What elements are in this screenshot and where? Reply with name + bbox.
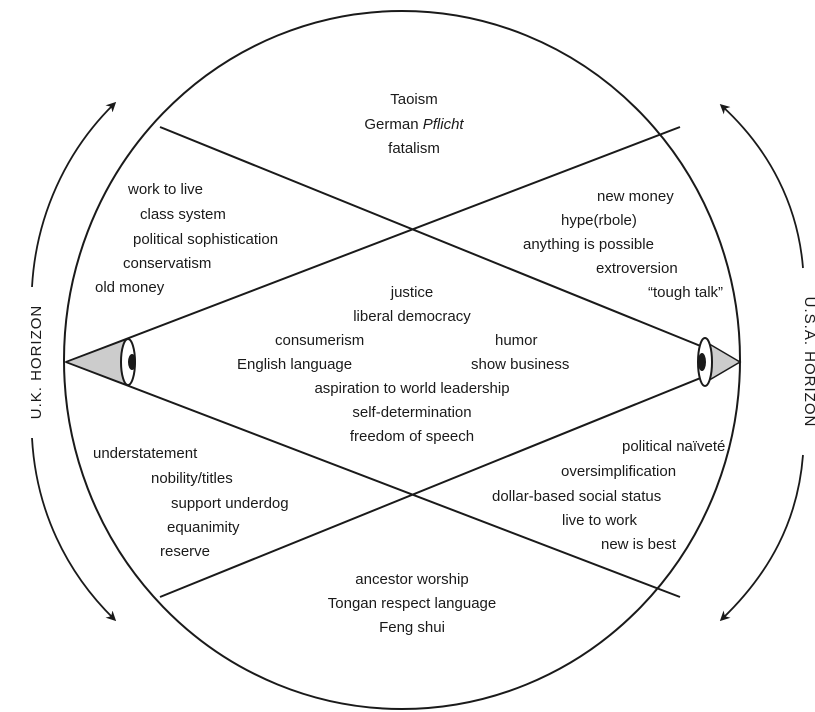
uk-upper-item: conservatism xyxy=(123,255,211,272)
usa-eye-icon xyxy=(697,337,742,387)
top-item-word: German xyxy=(364,116,418,133)
top-item: Taoism xyxy=(390,91,438,108)
usa-upper-item: new money xyxy=(597,188,674,205)
usa-sightline-lower xyxy=(159,361,741,598)
center-item: justice xyxy=(390,284,434,301)
usa-lower-item: new is best xyxy=(601,536,677,553)
center-item: freedom of speech xyxy=(350,428,474,445)
bottom-item: Tongan respect language xyxy=(328,595,496,612)
usa-upper-item: hype(rbole) xyxy=(561,212,637,229)
usa-upper-item: “tough talk” xyxy=(648,284,723,301)
uk-lower-item: support underdog xyxy=(171,495,289,512)
uk-upper-item: political sophistication xyxy=(133,231,278,248)
uk-horizon-arrow-lower xyxy=(31,437,117,622)
center-item: liberal democracy xyxy=(353,308,471,325)
top-item-italic: Pflicht xyxy=(423,116,465,133)
usa-sightline-upper xyxy=(159,126,741,363)
usa-upper-item: extroversion xyxy=(596,260,678,277)
top-item: German Pflicht xyxy=(364,116,464,133)
center-item: consumerism xyxy=(275,332,364,349)
usa-lower-item: political naïveté xyxy=(622,438,725,455)
usa-lower-region-labels: political naïveté oversimplification dol… xyxy=(492,438,725,553)
usa-lower-item: oversimplification xyxy=(561,463,676,480)
top-region-labels: Taoism German Pflicht fatalism xyxy=(364,91,464,157)
usa-horizon-arrow-upper xyxy=(719,103,804,269)
uk-upper-item: class system xyxy=(140,206,226,223)
center-item: self-determination xyxy=(352,404,471,421)
uk-eye-icon xyxy=(63,337,136,387)
uk-lower-region-labels: understatement nobility/titles support u… xyxy=(93,445,289,560)
bottom-item: ancestor worship xyxy=(355,571,468,588)
center-region-labels: justice liberal democracy consumerism En… xyxy=(237,284,569,445)
uk-sightline-lower xyxy=(65,361,681,598)
uk-lower-item: equanimity xyxy=(167,519,240,536)
uk-lower-item: nobility/titles xyxy=(151,470,233,487)
usa-horizon-arrow-lower xyxy=(719,454,804,622)
usa-upper-region-labels: new money hype(rbole) anything is possib… xyxy=(523,188,723,301)
usa-horizon-label: U.S.A. HORIZON xyxy=(801,297,815,428)
top-item: fatalism xyxy=(388,140,440,157)
uk-upper-item: old money xyxy=(95,279,165,296)
center-item: aspiration to world leadership xyxy=(314,380,509,397)
uk-lower-item: reserve xyxy=(160,543,210,560)
center-item: English language xyxy=(237,356,352,373)
uk-lower-item: understatement xyxy=(93,445,198,462)
center-right-item: show business xyxy=(471,356,569,373)
usa-lower-item: live to work xyxy=(562,512,638,529)
usa-lower-item: dollar-based social status xyxy=(492,488,661,505)
uk-sightline-upper xyxy=(65,126,681,363)
usa-upper-item: anything is possible xyxy=(523,236,654,253)
uk-upper-item: work to live xyxy=(127,181,203,198)
bottom-item: Feng shui xyxy=(379,619,445,636)
uk-upper-region-labels: work to live class system political soph… xyxy=(95,181,278,296)
center-right-item: humor xyxy=(495,332,538,349)
uk-horizon-label: U.K. HORIZON xyxy=(28,305,45,420)
outer-circle xyxy=(63,10,741,710)
uk-horizon-arrow-upper xyxy=(31,101,117,288)
bottom-region-labels: ancestor worship Tongan respect language… xyxy=(328,571,496,636)
